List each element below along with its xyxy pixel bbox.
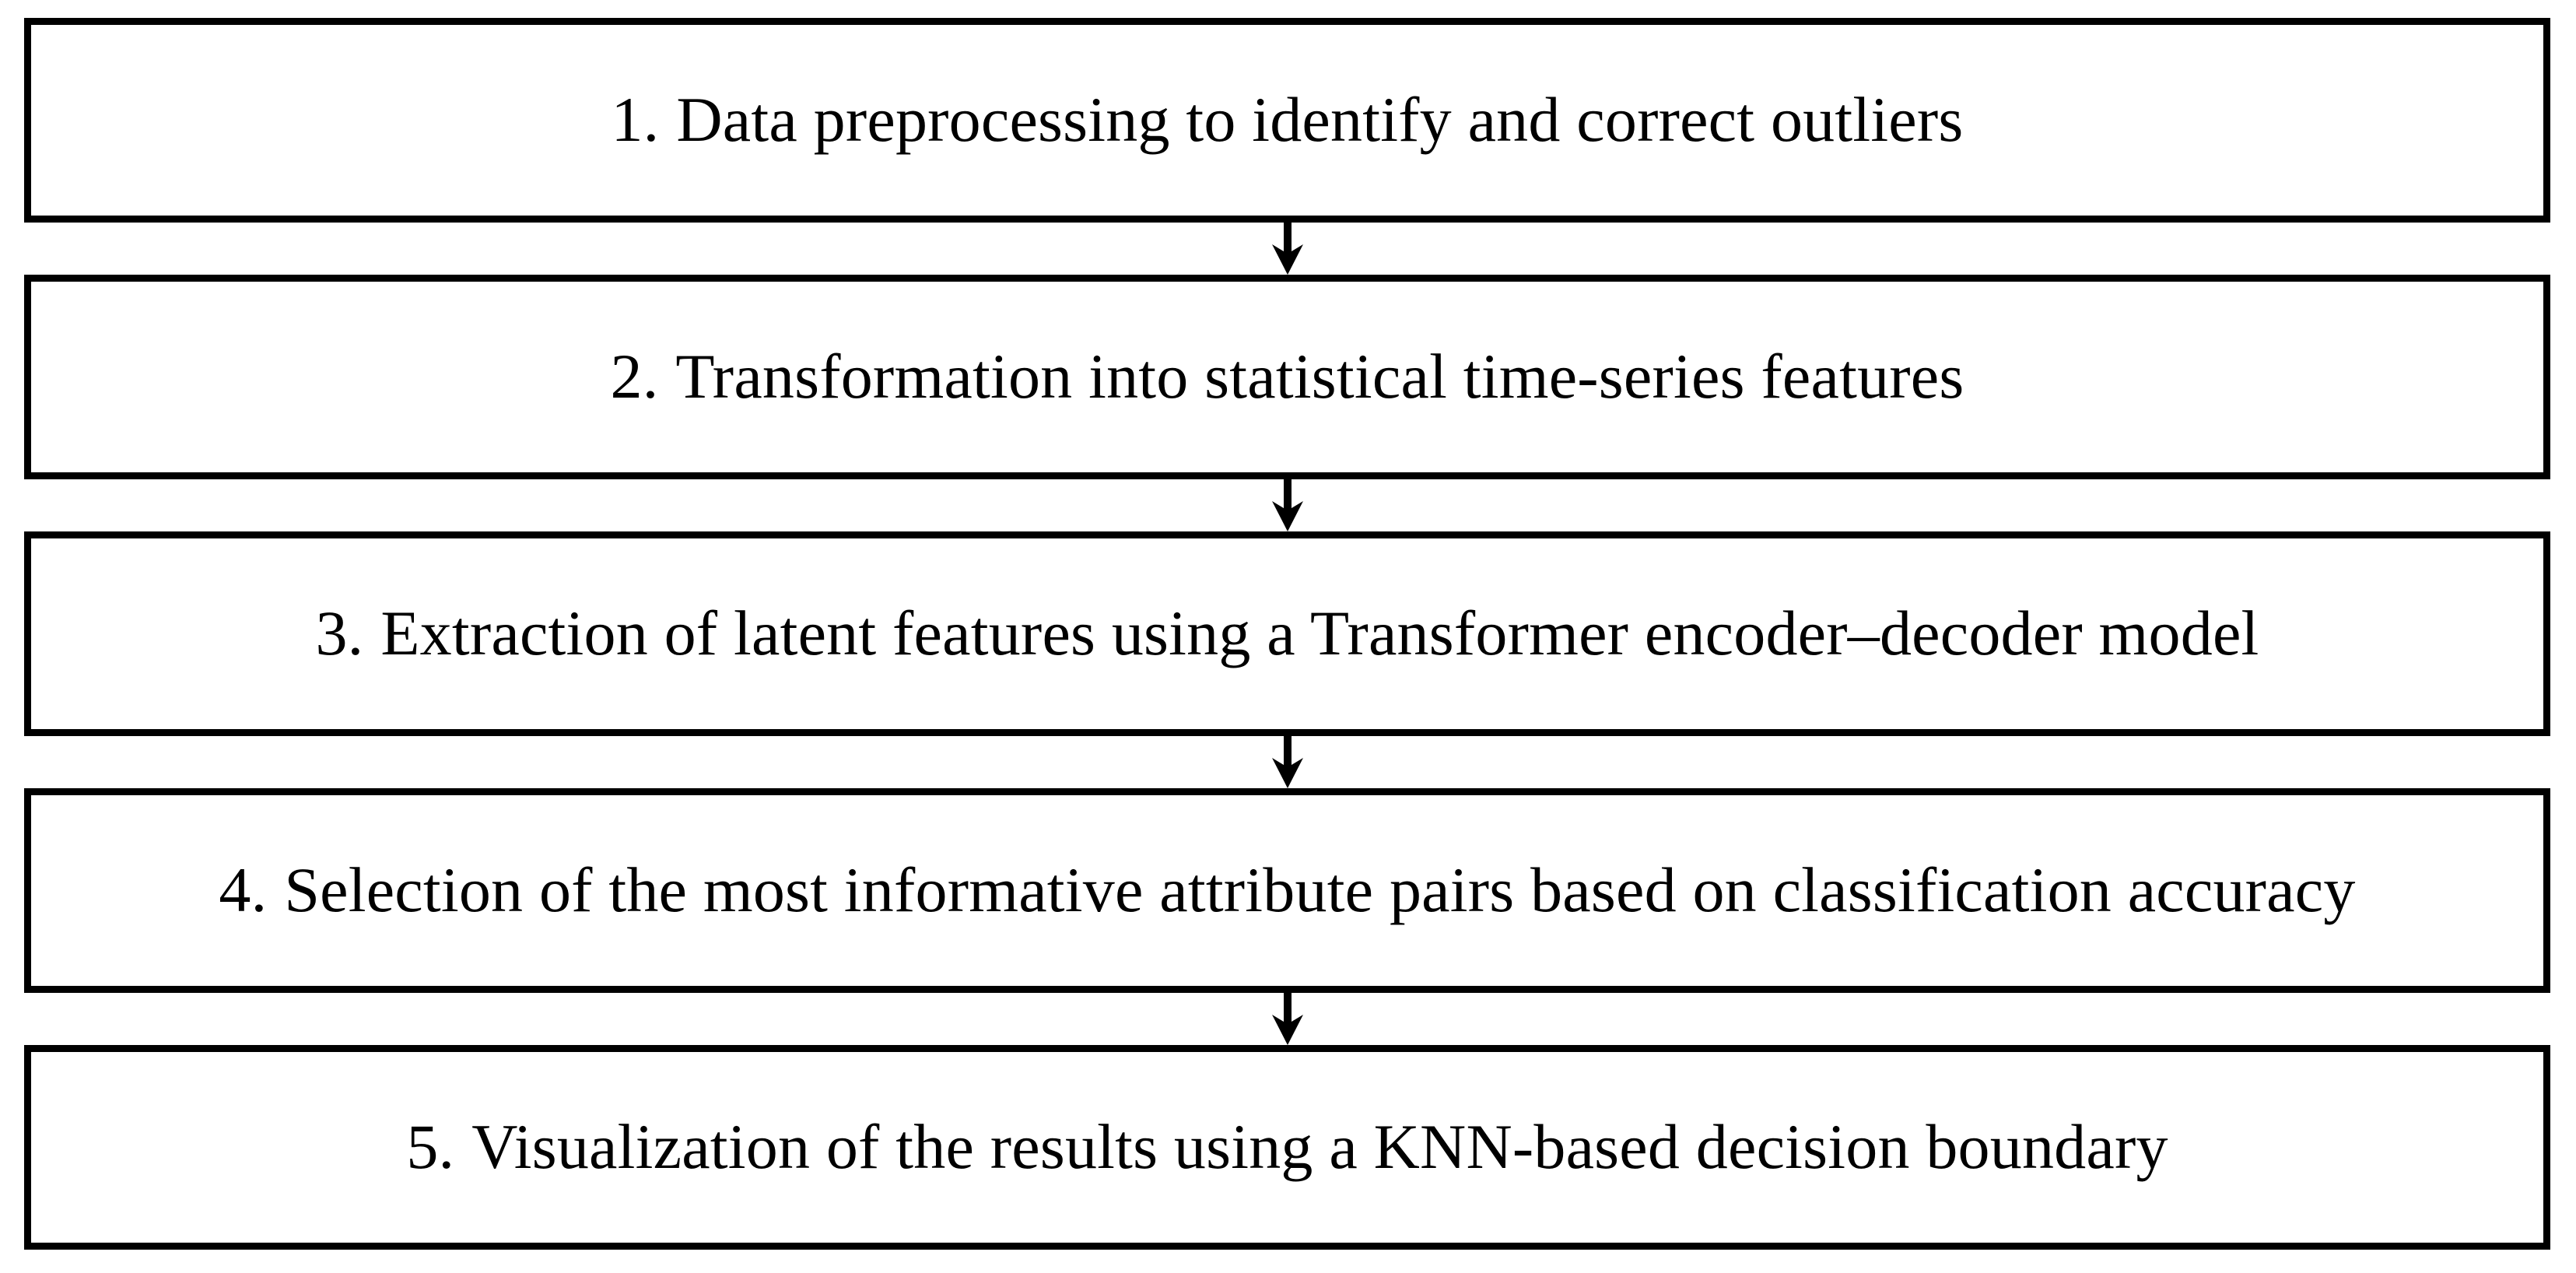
step-3-number: 3.: [315, 598, 364, 669]
step-1-label: 1.Data preprocessing to identify and cor…: [611, 84, 1964, 156]
step-3-label: 3.Extraction of latent features using a …: [315, 598, 2259, 669]
down-arrow-icon: [1271, 223, 1303, 275]
step-4-label: 4.Selection of the most informative attr…: [219, 854, 2356, 926]
step-4-text: Selection of the most informative attrib…: [284, 854, 2356, 926]
step-3-text: Extraction of latent features using a Tr…: [380, 598, 2259, 669]
step-5-text: Visualization of the results using a KNN…: [471, 1111, 2168, 1183]
step-1-number: 1.: [611, 84, 660, 156]
flowchart-step-2: 2.Transformation into statistical time-s…: [24, 275, 2550, 479]
flowchart-step-4: 4.Selection of the most informative attr…: [24, 788, 2550, 993]
flowchart-step-stack: 1.Data preprocessing to identify and cor…: [24, 18, 2550, 1251]
connector-4-to-5: [24, 993, 2550, 1045]
step-4-number: 4.: [219, 854, 268, 926]
down-arrow-icon: [1271, 736, 1303, 788]
connector-2-to-3: [24, 479, 2550, 531]
step-5-label: 5.Visualization of the results using a K…: [406, 1111, 2168, 1183]
step-2-number: 2.: [610, 341, 659, 412]
flowchart-step-3: 3.Extraction of latent features using a …: [24, 531, 2550, 736]
flowchart-step-1: 1.Data preprocessing to identify and cor…: [24, 18, 2550, 223]
flowchart-step-5: 5.Visualization of the results using a K…: [24, 1045, 2550, 1250]
step-1-text: Data preprocessing to identify and corre…: [676, 84, 1964, 156]
step-2-text: Transformation into statistical time-ser…: [675, 341, 1964, 412]
step-5-number: 5.: [406, 1111, 455, 1183]
down-arrow-icon: [1271, 479, 1303, 531]
down-arrow-icon: [1271, 993, 1303, 1045]
step-2-label: 2.Transformation into statistical time-s…: [611, 342, 1964, 412]
connector-3-to-4: [24, 736, 2550, 788]
connector-1-to-2: [24, 223, 2550, 275]
